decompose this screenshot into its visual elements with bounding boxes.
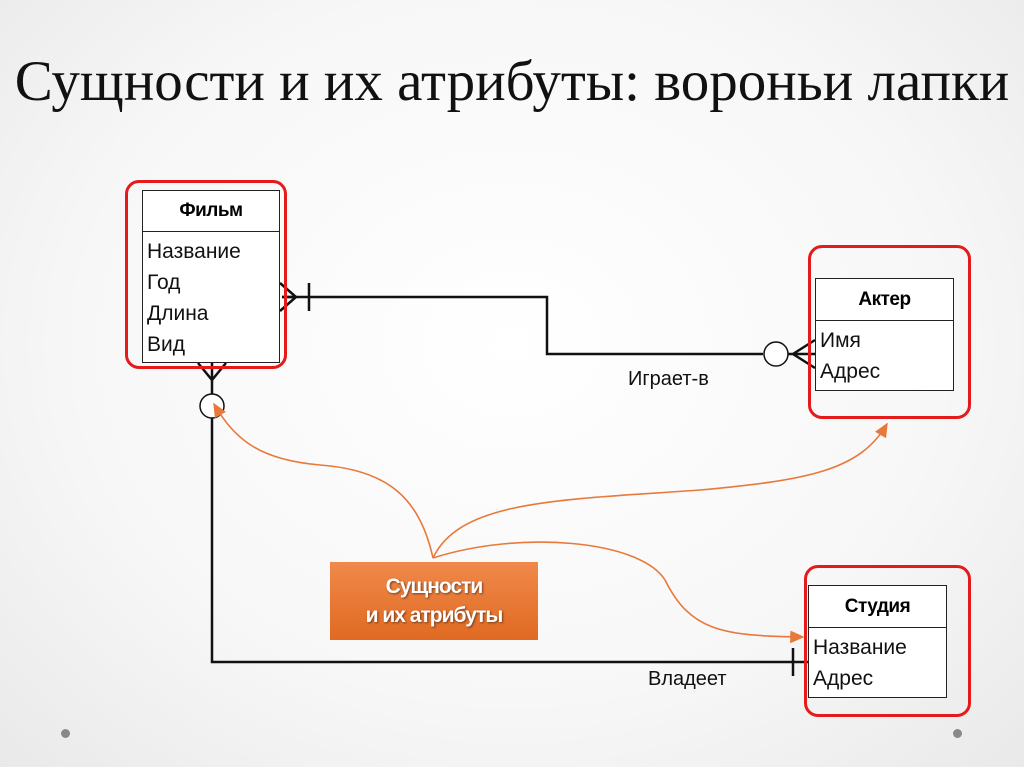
slide-title: Сущности и их атрибуты: вороньи лапки (14, 50, 1010, 113)
entity-actor-name: Актер (816, 279, 953, 321)
attribute: Адрес (813, 667, 874, 690)
owns-line (210, 418, 808, 664)
attribute: Адрес (820, 360, 881, 383)
highlight-studio (804, 565, 971, 717)
attribute: Имя (820, 329, 861, 352)
callout-line-2: и их атрибуты (365, 604, 504, 627)
attribute: Вид (147, 333, 185, 356)
relationship-owns: Владеет (648, 668, 727, 690)
arrow-to-film (213, 402, 434, 559)
attribute: Год (147, 271, 181, 294)
plays-in-line (282, 295, 763, 356)
entity-studio-name: Студия (809, 586, 946, 628)
highlight-film (125, 180, 287, 369)
entity-film[interactable]: Фильм Название Год Длина Вид (142, 190, 280, 363)
attribute: Длина (147, 302, 209, 325)
entity-studio[interactable]: Студия Название Адрес (808, 585, 947, 698)
entity-film-name: Фильм (143, 191, 279, 232)
arrow-to-actor (432, 422, 888, 559)
slide-dot-left (61, 729, 70, 738)
callout-line-1: Сущности (385, 575, 484, 598)
entity-actor[interactable]: Актер Имя Адрес (815, 278, 954, 391)
attribute: Название (147, 240, 241, 263)
highlight-actor (808, 245, 971, 419)
attribute: Название (813, 636, 907, 659)
zero-circle-actor (763, 341, 789, 367)
callout-box: Сущности и их атрибуты (330, 562, 538, 640)
arrow-to-studio (432, 541, 805, 644)
slide-dot-right (953, 729, 962, 738)
relationship-plays-in: Играет-в (628, 368, 709, 390)
